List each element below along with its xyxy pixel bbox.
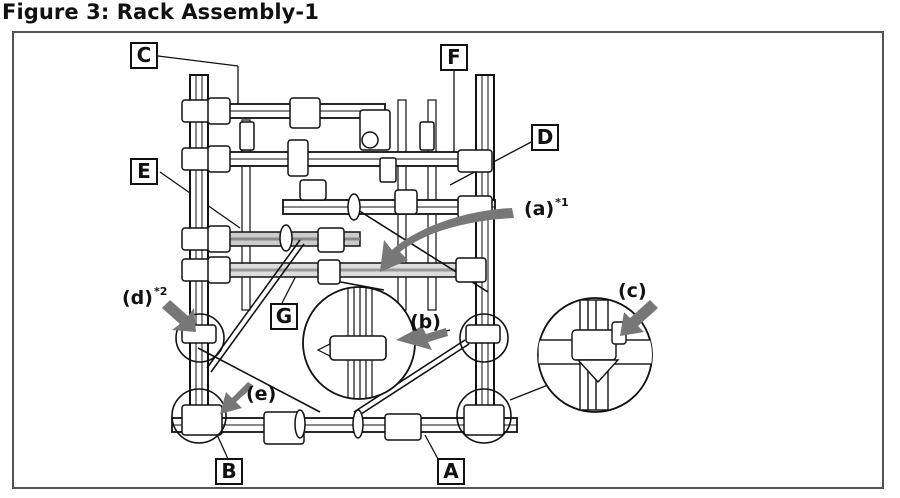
callout-e: (e) [246,383,276,405]
figure-frame [12,31,884,489]
label-e-box: E [130,158,158,185]
clamps [181,97,505,445]
label-g-box: G [270,303,298,330]
callout-e-text: (e) [246,383,277,405]
callout-a: (a)*1 [524,196,569,220]
callout-a-footnote: *1 [555,196,569,209]
callout-c-text: (c) [618,280,647,302]
pointer-arrows [162,208,658,414]
arrow-d [162,300,196,332]
label-c-box: C [130,42,158,69]
figure-title: Figure 3: Rack Assembly-1 [2,0,319,24]
arrow-c [620,300,658,336]
label-a-box: A [437,458,465,485]
callout-a-text: (a) [524,198,555,220]
detail-b-magnifier [302,286,451,400]
label-d-box: D [531,124,559,151]
callout-c: (c) [618,280,647,302]
callout-d-footnote: *2 [153,285,168,298]
arrow-b [396,326,448,350]
callout-b: (b) [410,311,441,333]
label-f-box: F [440,44,468,71]
arrow-e [220,382,254,414]
callout-d-text: (d) [122,287,153,309]
detail-circles [171,313,512,444]
callout-d: (d)*2 [122,285,167,309]
callout-b-text: (b) [410,311,441,333]
arrow-a [380,208,514,272]
diagonal-struts [197,204,489,417]
label-b-box: B [215,458,243,485]
